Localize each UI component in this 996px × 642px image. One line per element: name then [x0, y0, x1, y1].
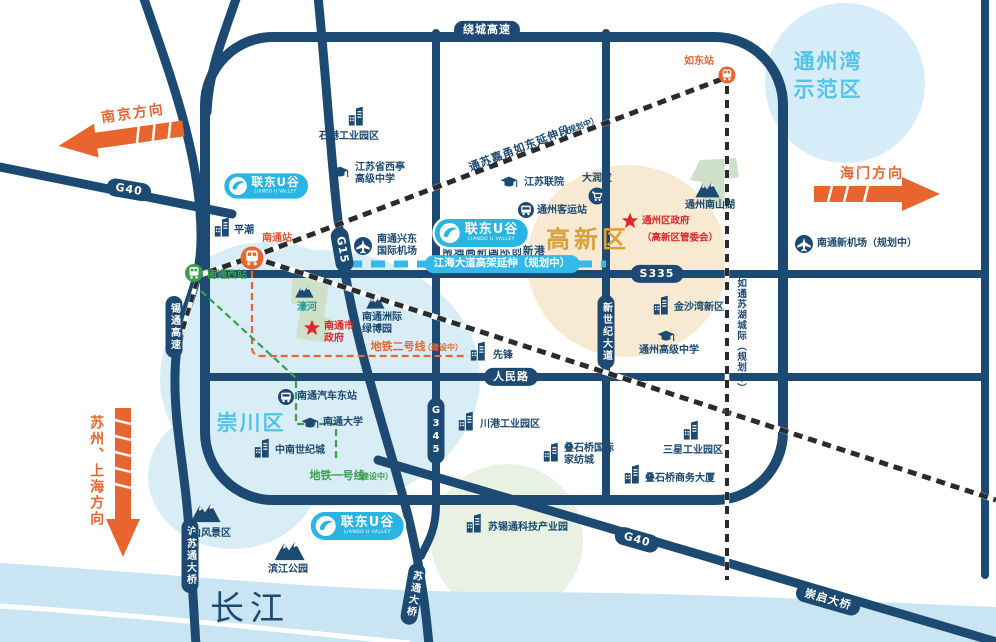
nantong-east-coach-station-label: 南通汽车东站 [297, 391, 357, 402]
nantong-new-airport-label: 南通新机场（规划中） [817, 238, 917, 249]
dieshiqiao-hometextile-city-label: 叠石桥国际 家纺城 [564, 443, 614, 466]
metro-line2-status: （建设中） [423, 342, 463, 352]
binjiang-park-label: 滨江公园 [268, 564, 308, 575]
xingdong-intl-airport-label: 南通兴东 国际机场 [377, 234, 417, 257]
pill-xitong-expwy: 锡通高速 [165, 296, 183, 358]
region-tongzhouwan: 通州湾 示范区 [793, 49, 863, 101]
pill-jianghai-elevated: 江海大道高架延伸（规划中） [424, 255, 580, 273]
nanjing-arrow-icon [58, 120, 185, 158]
nantong-university-label: 南通大学 [323, 417, 363, 428]
dir-nanjing: 南京方向 [100, 101, 166, 127]
chuangang-industrial-park-label: 川港工业园区 [480, 419, 540, 430]
suzhou-shanghai-arrow-icon [106, 408, 140, 557]
shigang-industrial-park-label: 石港工业园区 [319, 131, 379, 142]
metro-line1-status: （建设中） [353, 471, 393, 481]
direction-arrows [58, 120, 940, 557]
tongzhou-senior-high-school-label: 通州高级中学 [639, 345, 699, 356]
logo-subtitle: LIANDO U VALLEY [344, 530, 391, 536]
wushan-scenic-area-label: 五山风景区 [181, 528, 231, 539]
pill-g15: G15 [329, 226, 355, 274]
rudong-station-label: 如东站 [684, 56, 714, 67]
pill-g40-south: G40 [612, 524, 662, 556]
yangtze-river-area [0, 563, 996, 642]
river-changjiang: 长江 [210, 590, 290, 628]
logo-name: 联东U谷 [340, 514, 395, 530]
liando-logo-mark-icon [315, 516, 336, 536]
xianfeng-label: 先锋 [493, 350, 513, 361]
rt-mart-label: 大润发 [582, 173, 612, 184]
logo-subtitle: LIANDO U VALLEY [468, 237, 515, 243]
railway-southeast [251, 254, 996, 503]
logo-name: 联东U谷 [251, 175, 300, 190]
nantong-city-gov-label: 南通市 政府 [324, 321, 354, 344]
jinshawan-new-area-label: 金沙湾新区 [674, 302, 724, 313]
rail-tongsujiayong-ext: 通苏嘉甬如东延伸段 [467, 122, 573, 174]
jiangsu-lianyuan-college-label: 江苏联院 [524, 177, 564, 188]
dir-suzhou-shanghai: 苏州、上海方向 [88, 415, 105, 527]
pill-xinshiji-avenue: 新世纪大道 [597, 295, 615, 369]
zhongnan-century-city-label: 中南世纪城 [275, 445, 325, 456]
pill-raocheng-expwy: 绕城高速 [454, 20, 520, 40]
metro-line2: 地铁二号线 [370, 339, 426, 353]
nantong-west-station-label: 南通西站 [207, 270, 247, 281]
logo-subtitle: LIANDO U VALLEY [254, 189, 297, 195]
nanshan-lake-label: 通州南山湖 [685, 200, 735, 211]
nantong-station-label: 南通站 [262, 233, 292, 244]
logo-center-tagline: 南通高新国际创新港 [442, 245, 546, 258]
pill-chongqi-bridge: 崇启大桥 [793, 582, 863, 618]
suxitong-tech-park-label: 苏锡通科技产业园 [488, 522, 568, 533]
pill-g345: G345 [427, 398, 445, 464]
pill-g40-west: G40 [105, 177, 153, 203]
region-chongchuan: 崇川区 [216, 411, 286, 436]
dir-haimen: 海门方向 [840, 165, 904, 182]
pill-husutong-bridge: 沪苏通大桥 [181, 519, 199, 593]
metro-line2-path [250, 271, 468, 358]
rail-tongsujiayong-planned: （规划中） [559, 114, 601, 138]
metro-line1: 地铁一号线 [309, 468, 365, 482]
tongzhou-coach-station-label: 通州客运站 [537, 205, 587, 216]
dieshiqiao-business-tower-label: 叠石桥商务大厦 [645, 473, 715, 484]
road-g345 [417, 29, 440, 560]
rail-rutongsuhu: 如通苏湖城际（规划中） [735, 278, 747, 394]
liando-logo-mark-icon [228, 177, 247, 195]
pingchao-label: 平潮 [234, 225, 254, 236]
tongzhou-district-gov-label: 通州区政府 （高新区管委会） [642, 215, 719, 243]
haohe-river-label: 濠河 [297, 302, 317, 313]
xiting-senior-high-school-label: 江苏省西亭 高级中学 [355, 162, 405, 185]
road-g40-south [373, 455, 996, 642]
logo-name: 联东U谷 [464, 221, 519, 237]
pill-sutong-bridge: 苏通大桥 [399, 561, 427, 627]
region-gaoxin: 高新区 [546, 225, 630, 254]
pill-s335: S335 [630, 264, 684, 284]
intl-green-expo-garden-label: 南通洲际 绿博园 [362, 312, 402, 335]
haimen-arrow-icon [814, 177, 940, 211]
pill-renmin-road: 人民路 [484, 367, 538, 387]
liando-logo-mark-icon [439, 223, 460, 243]
samsung-industrial-park-label: 三星工业园区 [663, 445, 723, 456]
